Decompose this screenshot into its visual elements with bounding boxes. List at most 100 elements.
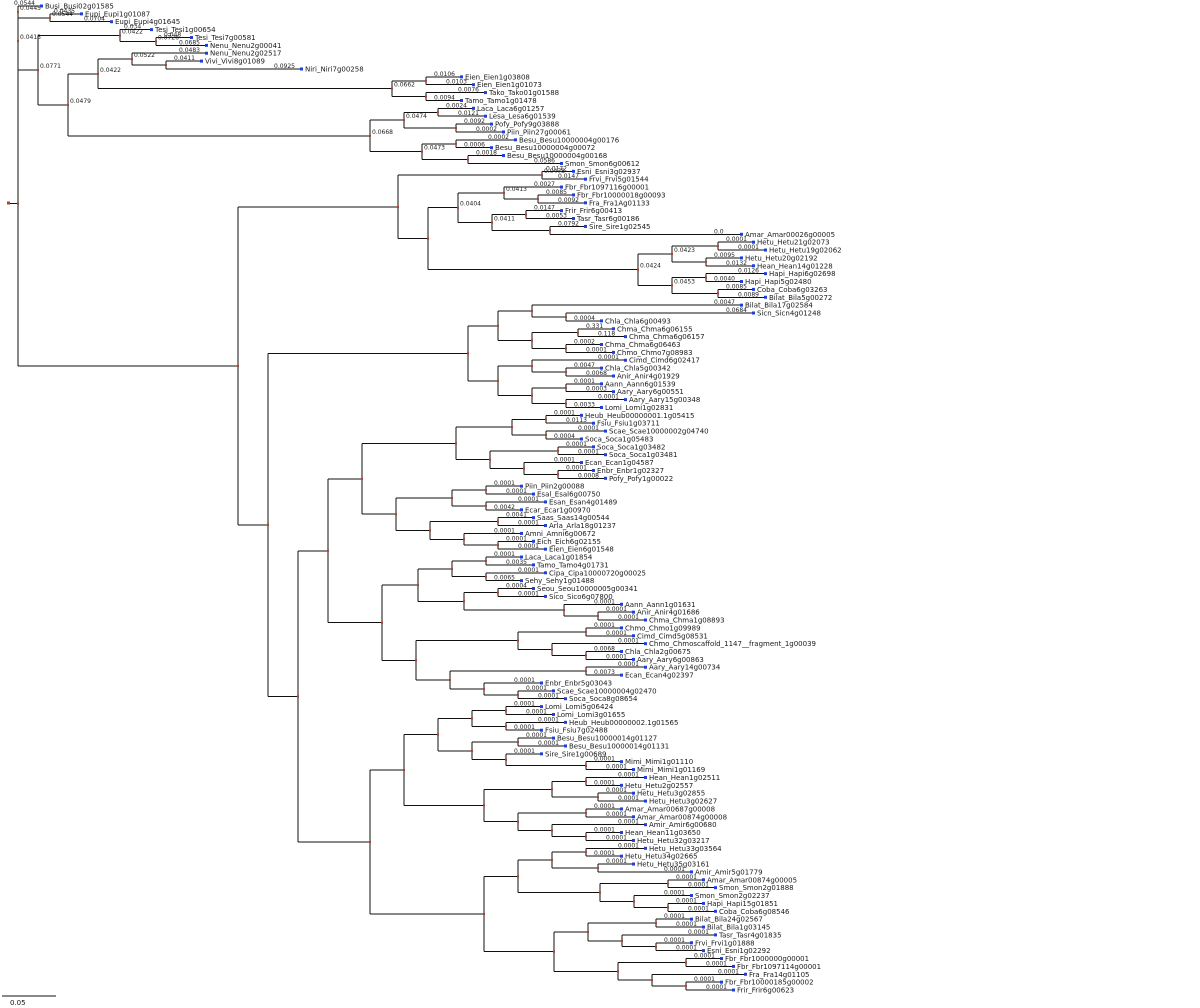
tip-marker	[714, 909, 717, 913]
internal-node-marker	[437, 111, 439, 114]
internal-node-marker	[671, 252, 673, 255]
internal-node-marker	[585, 811, 587, 814]
tip-marker	[644, 642, 647, 646]
tip-marker	[514, 138, 517, 142]
internal-node-marker	[421, 150, 423, 153]
tip-marker	[690, 917, 693, 921]
tip-marker	[600, 366, 603, 370]
tip-marker	[744, 972, 747, 976]
internal-node-marker	[577, 331, 579, 334]
internal-support-label: 0.0413	[20, 34, 41, 41]
internal-node-marker	[655, 922, 657, 925]
tip-marker	[632, 862, 635, 866]
tip-support-label: 0.0085	[546, 189, 567, 196]
internal-node-marker	[483, 804, 485, 807]
tip-label: Esal_Esal6g00750	[537, 491, 600, 499]
tip-support-label: 0.0018	[476, 150, 497, 157]
tip-support-label: 0.0001	[594, 779, 615, 786]
internal-node-marker	[565, 315, 567, 318]
internal-node-marker	[705, 260, 707, 263]
tip-marker	[632, 838, 635, 842]
tip-label: Coba_Coba6g03263	[757, 286, 827, 294]
tip-marker	[714, 886, 717, 890]
tip-label: Aann_Aann6g01539	[605, 380, 676, 388]
internal-node-marker	[425, 79, 427, 82]
tip-support-label: 0.0001	[664, 866, 685, 873]
tip-label: Frir_Frir6g00413	[565, 207, 622, 215]
tip-support-label: 0.0001	[688, 905, 709, 912]
internal-node-marker	[705, 276, 707, 279]
tip-label: Laca_Laca6g01257	[477, 105, 544, 113]
internal-node-marker	[485, 575, 487, 578]
tip-marker	[620, 854, 623, 858]
tip-marker	[564, 720, 567, 724]
internal-support-label: 0.0473	[424, 145, 445, 152]
tip-support-label: 0.0001	[618, 614, 639, 621]
tip-support-label: 0.048	[164, 31, 181, 38]
internal-node-marker	[297, 695, 299, 698]
tip-marker	[532, 587, 535, 591]
tip-marker	[714, 933, 717, 937]
internal-node-marker	[517, 693, 519, 696]
internal-node-marker	[17, 40, 19, 43]
tip-support-label: 0.0001	[664, 890, 685, 897]
tip-support-label: 0.0001	[606, 764, 627, 771]
tip-support-label: 0.0001	[618, 638, 639, 645]
tip-support-label: 0.0076	[458, 87, 479, 94]
internal-node-marker	[717, 245, 719, 248]
tip-marker	[612, 327, 615, 331]
tip-support-label: 0.0068	[586, 370, 607, 377]
internal-node-marker	[327, 549, 329, 552]
internal-node-marker	[565, 386, 567, 389]
tip-marker	[572, 169, 575, 173]
tip-support-label: 0.0001	[618, 819, 639, 826]
tip-label: Bilat_Bila1g03145	[707, 924, 770, 932]
tip-marker	[490, 146, 493, 150]
internal-node-marker	[671, 284, 673, 287]
tip-support-label: 0.0001	[676, 874, 697, 881]
tip-label: Chmo_Chmoscaffold_1147__fragment_1g00039	[649, 640, 816, 648]
tip-marker	[502, 154, 505, 158]
tip-marker	[200, 59, 203, 63]
tip-label: Hean_Hean14g01228	[757, 262, 833, 270]
scale-bar: 0.05	[2, 995, 56, 1007]
tip-label: Bilat_Bila24g02567	[695, 916, 763, 924]
internal-node-marker	[497, 591, 499, 594]
tip-marker	[150, 28, 153, 32]
tip-support-label: 0.0047	[714, 299, 735, 306]
tip-support-label: 0.0001	[606, 811, 627, 818]
tip-support-label: 0.0001	[514, 677, 535, 684]
tip-marker	[520, 508, 523, 512]
tip-label: Seou_Seou10000005g00341	[537, 585, 638, 593]
tip-support-label: 0.0147	[534, 205, 555, 212]
tip-label: Piin_Piin2g00088	[525, 483, 584, 491]
internal-node-marker	[621, 939, 623, 942]
tip-marker	[620, 602, 623, 606]
tip-support-label: 0.0586	[534, 157, 555, 164]
tip-label: Tamo_Tamo4g01731	[536, 561, 609, 569]
tip-support-label: 0.0001	[676, 945, 697, 952]
tip-support-label: 0.0001	[554, 457, 575, 464]
tip-support-label: 0.0002	[488, 134, 509, 141]
tip-label: Vivi_Vivi8g01089	[205, 58, 265, 66]
tip-support-label: 0.0073	[594, 669, 615, 676]
tip-label: Chla_Chla5g00342	[605, 365, 671, 373]
tip-support-label: 0.118	[598, 331, 615, 338]
tip-label: Eupi_Eupi1g01087	[85, 10, 150, 18]
tip-support-label: 0.0132	[726, 260, 747, 267]
